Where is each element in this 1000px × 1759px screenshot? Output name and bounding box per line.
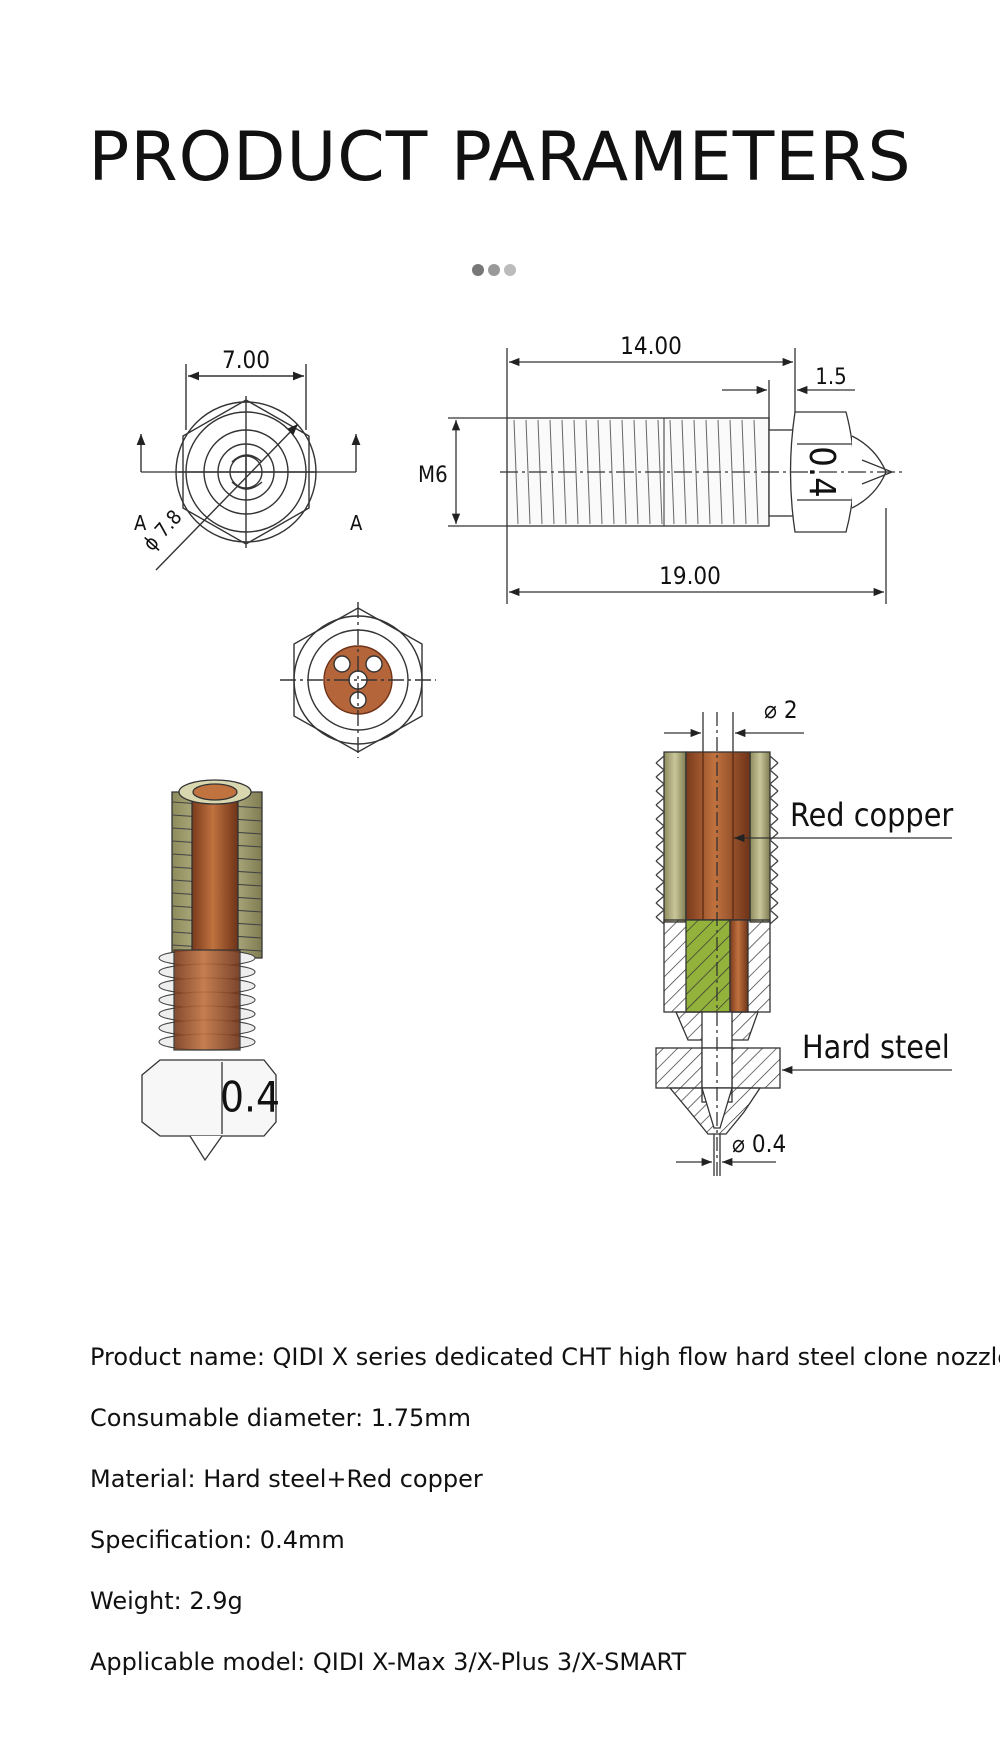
- thread-line: [655, 832, 665, 841]
- side-view: [448, 348, 905, 604]
- hex-length-label: 1.5: [815, 365, 846, 390]
- thread-line: [669, 419, 675, 525]
- thread-line: [655, 790, 665, 799]
- thread-line: [769, 902, 779, 911]
- bore-diameter-label: ⌀ 2: [764, 696, 798, 724]
- thread-line: [769, 881, 779, 890]
- thread-line: [769, 867, 779, 876]
- thread-line: [633, 419, 639, 525]
- thread-line: [655, 881, 665, 890]
- thread-line: [655, 874, 665, 883]
- thread-line: [769, 895, 779, 904]
- thread-line: [525, 419, 531, 525]
- thread-line: [769, 783, 779, 792]
- spec-consumable-diameter: Consumable diameter: 1.75mm: [90, 1404, 472, 1432]
- thread-line: [655, 825, 665, 834]
- thread-line: [655, 804, 665, 813]
- thread-line: [769, 755, 779, 764]
- thread-line: [769, 769, 779, 778]
- thread-line: [769, 874, 779, 883]
- carousel-dot[interactable]: [488, 264, 500, 276]
- thread-line: [769, 797, 779, 806]
- hard-steel-label: Hard steel: [802, 1028, 950, 1066]
- spec-list: Product name: QIDI X series dedicated CH…: [90, 1342, 1000, 1708]
- thread-line: [769, 804, 779, 813]
- carousel-dot[interactable]: [472, 264, 484, 276]
- technical-drawing: 7.00 ϕ 7.8 A A 14.00 1.5 M6 19.: [134, 332, 953, 1180]
- thread-line: [655, 902, 665, 911]
- iso-cutaway-view: [141, 779, 277, 1162]
- thread-line: [655, 916, 665, 925]
- thread-line: [769, 853, 779, 862]
- thread-line: [655, 776, 665, 785]
- orifice-diameter-label: ⌀ 0.4: [732, 1130, 786, 1158]
- thread-line: [769, 776, 779, 785]
- thread-line: [655, 846, 665, 855]
- carousel-dot[interactable]: [504, 264, 516, 276]
- thread-line: [769, 818, 779, 827]
- thread-line: [655, 797, 665, 806]
- thread-line: [655, 867, 665, 876]
- thread-line: [655, 888, 665, 897]
- total-length-label: 19.00: [659, 562, 721, 590]
- thread-line: [655, 839, 665, 848]
- spec-material: Material: Hard steel+Red copper: [90, 1465, 483, 1493]
- spec-weight: Weight: 2.9g: [90, 1587, 243, 1615]
- thread-line: [655, 783, 665, 792]
- spec-product-name: Product name: QIDI X series dedicated CH…: [90, 1343, 1000, 1371]
- carousel-indicator[interactable]: [472, 264, 516, 276]
- thread-size-label: M6: [418, 463, 448, 488]
- hex-bottom-view: [280, 602, 436, 758]
- thread-line: [769, 839, 779, 848]
- iso-nozzle-mark: 0.4: [220, 1073, 280, 1122]
- section-mark-left: A: [134, 511, 147, 535]
- thread-line: [769, 825, 779, 834]
- section-mark-right: A: [350, 511, 363, 535]
- page-title: PRODUCT PARAMETERS: [88, 118, 912, 197]
- thread-line: [655, 860, 665, 869]
- thread-line: [769, 916, 779, 925]
- thread-line: [655, 895, 665, 904]
- thread-line: [769, 846, 779, 855]
- thread-line: [655, 762, 665, 771]
- thread-line: [769, 832, 779, 841]
- red-copper-label: Red copper: [790, 796, 953, 834]
- side-nozzle-mark: 0.4: [801, 446, 842, 498]
- end-view: [136, 364, 361, 571]
- thread-line: [769, 860, 779, 869]
- thread-line: [655, 818, 665, 827]
- thread-line: [655, 811, 665, 820]
- spec-specification: Specification: 0.4mm: [90, 1526, 345, 1554]
- thread-line: [655, 755, 665, 764]
- thread-line: [655, 769, 665, 778]
- thread-line: [769, 762, 779, 771]
- thread-line: [769, 888, 779, 897]
- thread-length-label: 14.00: [620, 332, 682, 360]
- thread-line: [769, 909, 779, 918]
- thread-line: [769, 811, 779, 820]
- thread-line: [655, 909, 665, 918]
- thread-line: [655, 853, 665, 862]
- end-view-width-label: 7.00: [222, 346, 270, 374]
- spec-applicable-model: Applicable model: QIDI X-Max 3/X-Plus 3/…: [90, 1648, 687, 1676]
- thread-line: [769, 790, 779, 799]
- section-view: [655, 712, 952, 1180]
